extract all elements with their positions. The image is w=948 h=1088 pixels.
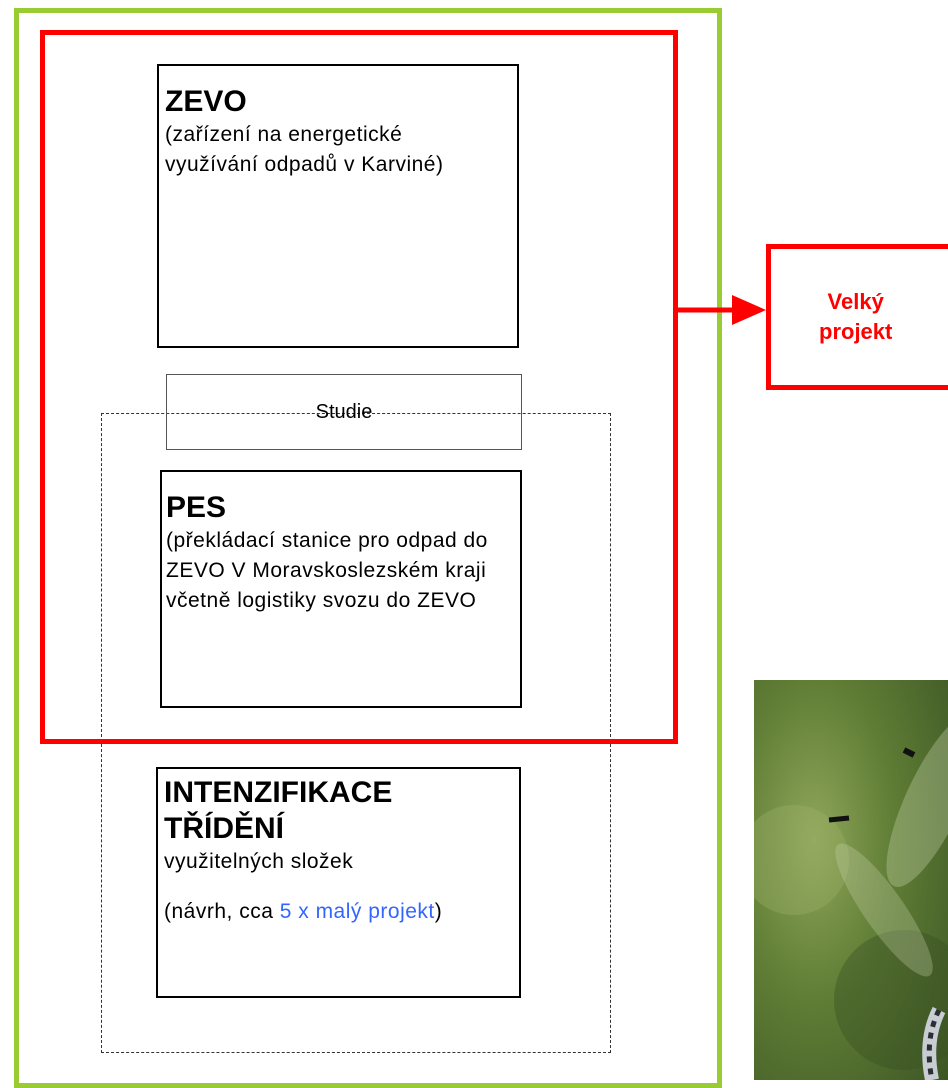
intenzifikace-title-line2: TŘÍDĚNÍ <box>164 812 284 845</box>
pes-description: (překládací stanice pro odpad do ZEVO V … <box>166 529 488 612</box>
pes-title: PES <box>166 491 227 524</box>
pes-box: PES (překládací stanice pro odpad do ZEV… <box>160 470 522 708</box>
velky-projekt-line2: projekt <box>819 319 893 344</box>
zevo-description: (zařízení na energetické využívání odpad… <box>165 123 444 176</box>
large-project-frame <box>40 30 678 744</box>
velky-projekt-line1: Velký <box>827 289 884 314</box>
studie-label: Studie <box>315 400 373 423</box>
velky-projekt-box: Velký projekt <box>766 244 948 390</box>
note-prefix: (návrh, cca <box>164 900 280 923</box>
studie-box: Studie <box>166 374 522 450</box>
intenzifikace-subtitle: využitelných složek <box>164 850 354 873</box>
dragonfly-photo <box>754 680 948 1080</box>
intenzifikace-box: INTENZIFIKACE TŘÍDĚNÍ využitelných slože… <box>156 767 521 998</box>
zevo-box: ZEVO (zařízení na energetické využívání … <box>157 64 519 348</box>
dashed-study-frame <box>101 413 611 1053</box>
note-suffix: ) <box>434 900 443 923</box>
note-highlight: 5 x malý projekt <box>279 900 435 923</box>
intenzifikace-title-line1: INTENZIFIKACE <box>164 776 393 809</box>
intenzifikace-note: (návrh, cca 5 x malý projekt) <box>164 897 519 927</box>
velky-projekt-label: Velký projekt <box>819 287 892 347</box>
zevo-title: ZEVO <box>165 85 247 118</box>
arrow-right-icon <box>674 295 766 325</box>
